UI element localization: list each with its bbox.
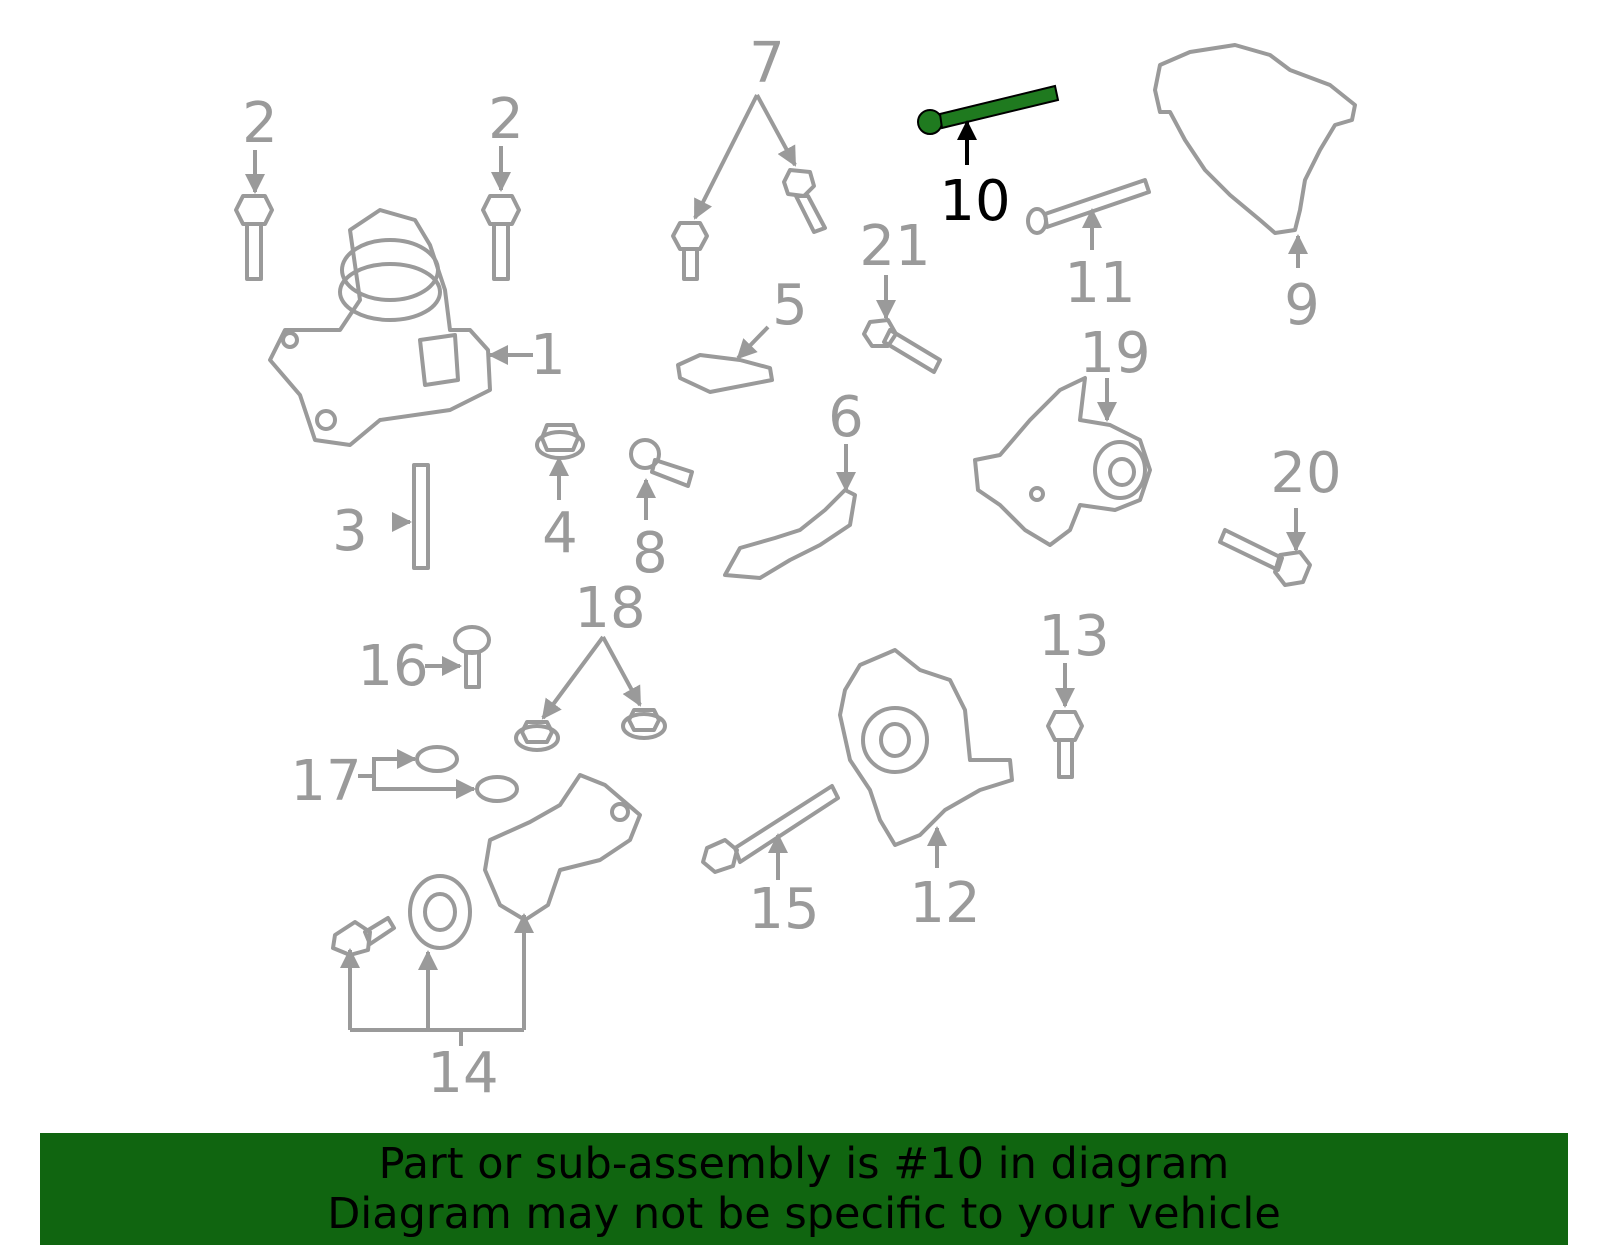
bolt-part-20[interactable] [1218,528,1312,587]
leader-18-left [541,635,605,720]
callout-6: 6 [828,385,864,450]
bolt-part-13[interactable] [1046,710,1084,779]
callout-21: 21 [859,214,930,279]
callout-1: 1 [530,323,566,388]
callout-13: 13 [1038,604,1109,669]
bolt-part-15[interactable] [701,784,840,874]
bolt-part-2-left[interactable] [234,194,274,281]
washers-part-17[interactable] [415,745,519,803]
bolt-part-7-left[interactable] [671,221,709,281]
leader-5 [736,325,770,360]
nuts-part-18[interactable] [514,708,667,752]
callout-15: 15 [748,877,819,942]
engine-mount-part-1[interactable] [268,208,492,447]
callout-8: 8 [632,521,668,586]
mount-part-19[interactable] [973,376,1152,547]
bolt-part-8[interactable] [629,438,694,488]
callout-10-highlighted: 10 [939,169,1010,234]
bolt-part-10-highlighted[interactable] [917,84,1060,135]
callout-19: 19 [1079,321,1150,386]
nut-part-4[interactable] [535,423,585,460]
bracket-part-6[interactable] [723,488,857,580]
bolt-part-21[interactable] [862,318,942,374]
info-banner: Part or sub-assembly is #10 in diagram D… [40,1133,1568,1245]
leader-17-b [372,776,476,799]
callout-5: 5 [772,273,808,338]
mount-part-12[interactable] [838,648,1014,847]
leader-17-a [358,749,417,778]
callout-17: 17 [290,749,361,814]
bolt-part-2-right[interactable] [481,194,521,281]
callout-3: 3 [332,499,368,564]
bolt-part-11[interactable] [1026,178,1151,235]
leader-18-right [601,636,642,707]
bolt-part-7-right[interactable] [782,168,827,234]
callout-2-right: 2 [488,87,524,152]
leader-7-left [693,94,759,220]
callout-7: 7 [749,31,785,96]
bolt-part-16[interactable] [453,625,491,689]
callout-14: 14 [427,1041,498,1106]
callout-9: 9 [1284,273,1320,338]
callout-2-left: 2 [242,91,278,156]
banner-line-1: Part or sub-assembly is #10 in diagram [378,1139,1230,1189]
callout-16: 16 [357,634,428,699]
mount-kit-part-14[interactable] [331,773,642,957]
bracket-part-5[interactable] [676,353,774,394]
callout-11: 11 [1064,251,1135,316]
callout-18: 18 [574,576,645,641]
stud-part-3[interactable] [412,463,430,570]
banner-line-2: Diagram may not be specific to your vehi… [327,1189,1281,1239]
callout-4: 4 [542,501,578,566]
bracket-part-9[interactable] [1153,43,1357,235]
callout-12: 12 [909,871,980,936]
leader-7-right [755,94,797,167]
callout-20: 20 [1270,441,1341,506]
